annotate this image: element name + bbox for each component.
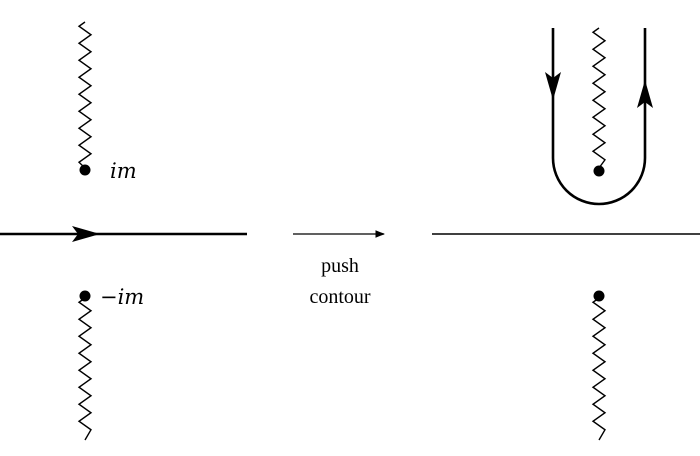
transition-caption-line1: push bbox=[321, 255, 359, 277]
contour-direction-arrow bbox=[72, 226, 100, 242]
upper-pole-right bbox=[593, 165, 605, 177]
transition-caption-line2: contour bbox=[309, 286, 370, 308]
lower-branch-cut-right bbox=[591, 297, 607, 441]
lower-pole-right bbox=[593, 290, 605, 302]
lower-branch-cut bbox=[77, 297, 93, 441]
hairpin-contour bbox=[551, 28, 647, 206]
upper-branch-cut-right bbox=[591, 27, 607, 169]
upper-pole bbox=[79, 164, 91, 176]
upper-pole-label: im bbox=[110, 159, 137, 183]
right-panel bbox=[432, 27, 700, 441]
lower-pole bbox=[79, 290, 91, 302]
lower-pole-label: −im bbox=[100, 285, 144, 309]
transition-arrow: push contour bbox=[293, 230, 385, 308]
hairpin-up-arrow bbox=[637, 80, 653, 108]
upper-branch-cut bbox=[77, 21, 93, 169]
left-panel: im −im bbox=[0, 21, 247, 441]
hairpin-down-arrow bbox=[545, 72, 561, 100]
